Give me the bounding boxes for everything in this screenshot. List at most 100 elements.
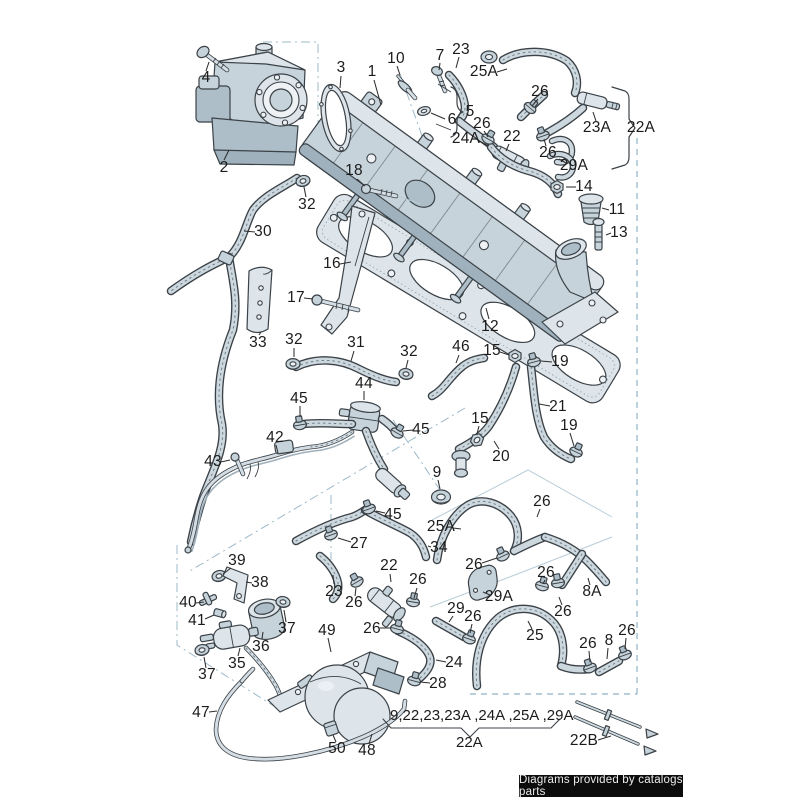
callout-38: 38	[251, 574, 269, 591]
callout-17: 17	[287, 289, 305, 306]
callout-49: 49	[318, 622, 336, 639]
hose-31	[291, 356, 401, 387]
sensor-10-illustration	[396, 74, 418, 101]
callout-37: 37	[198, 666, 216, 683]
callout-29: 29	[447, 600, 465, 617]
footer-credit: Diagrams provided by catalogs parts	[519, 774, 683, 798]
sleeve-33-illustration	[246, 266, 273, 334]
throttle-body-illustration	[195, 42, 308, 166]
callout-24: 24	[445, 654, 463, 671]
callout-22b: 22B	[569, 732, 599, 749]
bolt-13-illustration	[592, 217, 605, 251]
grommet-37-lower	[194, 643, 210, 657]
hose-27-34	[291, 505, 431, 562]
callout-11: 11	[608, 201, 626, 218]
hose-29	[431, 616, 469, 642]
callout-45: 45	[290, 390, 308, 407]
callout-10: 10	[387, 50, 405, 67]
hose-46	[427, 353, 489, 401]
grommet-top	[480, 50, 498, 64]
bracket-38-illustration	[222, 566, 249, 604]
callout-5: 5	[465, 103, 475, 120]
bolt-7-illustration	[431, 66, 448, 94]
callout-25a: 25A	[469, 63, 499, 80]
callout-30: 30	[254, 223, 272, 240]
grommet-9-illustration	[430, 489, 452, 505]
callout-3: 3	[336, 59, 346, 76]
hose-8	[594, 656, 624, 677]
callout-32: 32	[400, 343, 418, 360]
pipe-42-illustration	[184, 429, 355, 554]
callout-15: 15	[471, 410, 489, 427]
valve-illustration	[451, 449, 471, 478]
callout-26: 26	[533, 493, 551, 510]
hose-24	[393, 626, 435, 683]
hose-23-top	[444, 70, 470, 126]
group-note-items: 9,22,23,23A ,24A ,25A ,29A	[390, 707, 574, 724]
callout-29a: 29A	[484, 588, 514, 605]
callout-22a: 22A	[626, 119, 656, 136]
callout-47: 47	[192, 704, 210, 721]
callout-24a: 24A	[451, 130, 481, 147]
callout-43: 43	[204, 453, 222, 470]
cap-41-illustration	[213, 608, 227, 619]
callout-16: 16	[323, 255, 341, 272]
callout-29a: 29A	[559, 157, 589, 174]
callout-19: 19	[560, 417, 578, 434]
callout-26: 26	[409, 571, 427, 588]
callout-28: 28	[429, 675, 447, 692]
callout-46: 46	[452, 338, 470, 355]
hose-21	[526, 362, 576, 464]
callout-26: 26	[363, 620, 381, 637]
callout-40: 40	[179, 594, 197, 611]
callout-6: 6	[447, 111, 457, 128]
hose-44-ports	[299, 414, 402, 474]
callout-26: 26	[345, 594, 363, 611]
callout-26: 26	[579, 635, 597, 652]
grommet-37-upper	[275, 595, 291, 609]
fitting-44-lower	[375, 467, 411, 500]
bolt-17-illustration	[311, 294, 361, 313]
callout-45: 45	[412, 421, 430, 438]
callout-26: 26	[539, 144, 557, 161]
hose-23-bottom	[315, 551, 343, 604]
callout-18: 18	[345, 162, 363, 179]
callout-20: 20	[492, 448, 510, 465]
callout-21: 21	[549, 398, 567, 415]
callout-26: 26	[464, 608, 482, 625]
callout-25a: 25A	[426, 518, 456, 535]
grommet-39-illustration	[211, 569, 227, 583]
callout-23a: 23A	[582, 119, 612, 136]
nut-14-illustration	[550, 179, 564, 195]
gasket-3-illustration	[319, 83, 353, 153]
reference-brackets	[382, 83, 636, 738]
callout-48: 48	[358, 742, 376, 759]
tee-40-illustration	[198, 591, 218, 607]
callout-33: 33	[249, 334, 267, 351]
hose-25a-top	[498, 47, 582, 98]
callout-23: 23	[325, 583, 343, 600]
clamps-and-grommets	[285, 99, 632, 687]
callout-26: 26	[465, 556, 483, 573]
callout-12: 12	[481, 318, 499, 335]
callout-36: 36	[252, 638, 270, 655]
callout-14: 14	[575, 178, 593, 195]
callout-37: 37	[278, 620, 296, 637]
callout-26: 26	[537, 564, 555, 581]
callout-9: 9	[432, 464, 442, 481]
rods-22b-illustration	[573, 700, 659, 756]
hose-30	[166, 173, 302, 547]
callout-19: 19	[551, 353, 569, 370]
callout-23: 23	[452, 41, 470, 58]
hose-25	[472, 604, 594, 691]
callout-39: 39	[228, 552, 246, 569]
hose-23a-down	[542, 103, 588, 138]
callout-26: 26	[531, 83, 549, 100]
valve-22-illustration	[366, 585, 406, 628]
callout-26: 26	[618, 622, 636, 639]
callout-45: 45	[384, 506, 402, 523]
reservoir-48-illustration	[297, 664, 391, 745]
callout-50: 50	[328, 740, 346, 757]
